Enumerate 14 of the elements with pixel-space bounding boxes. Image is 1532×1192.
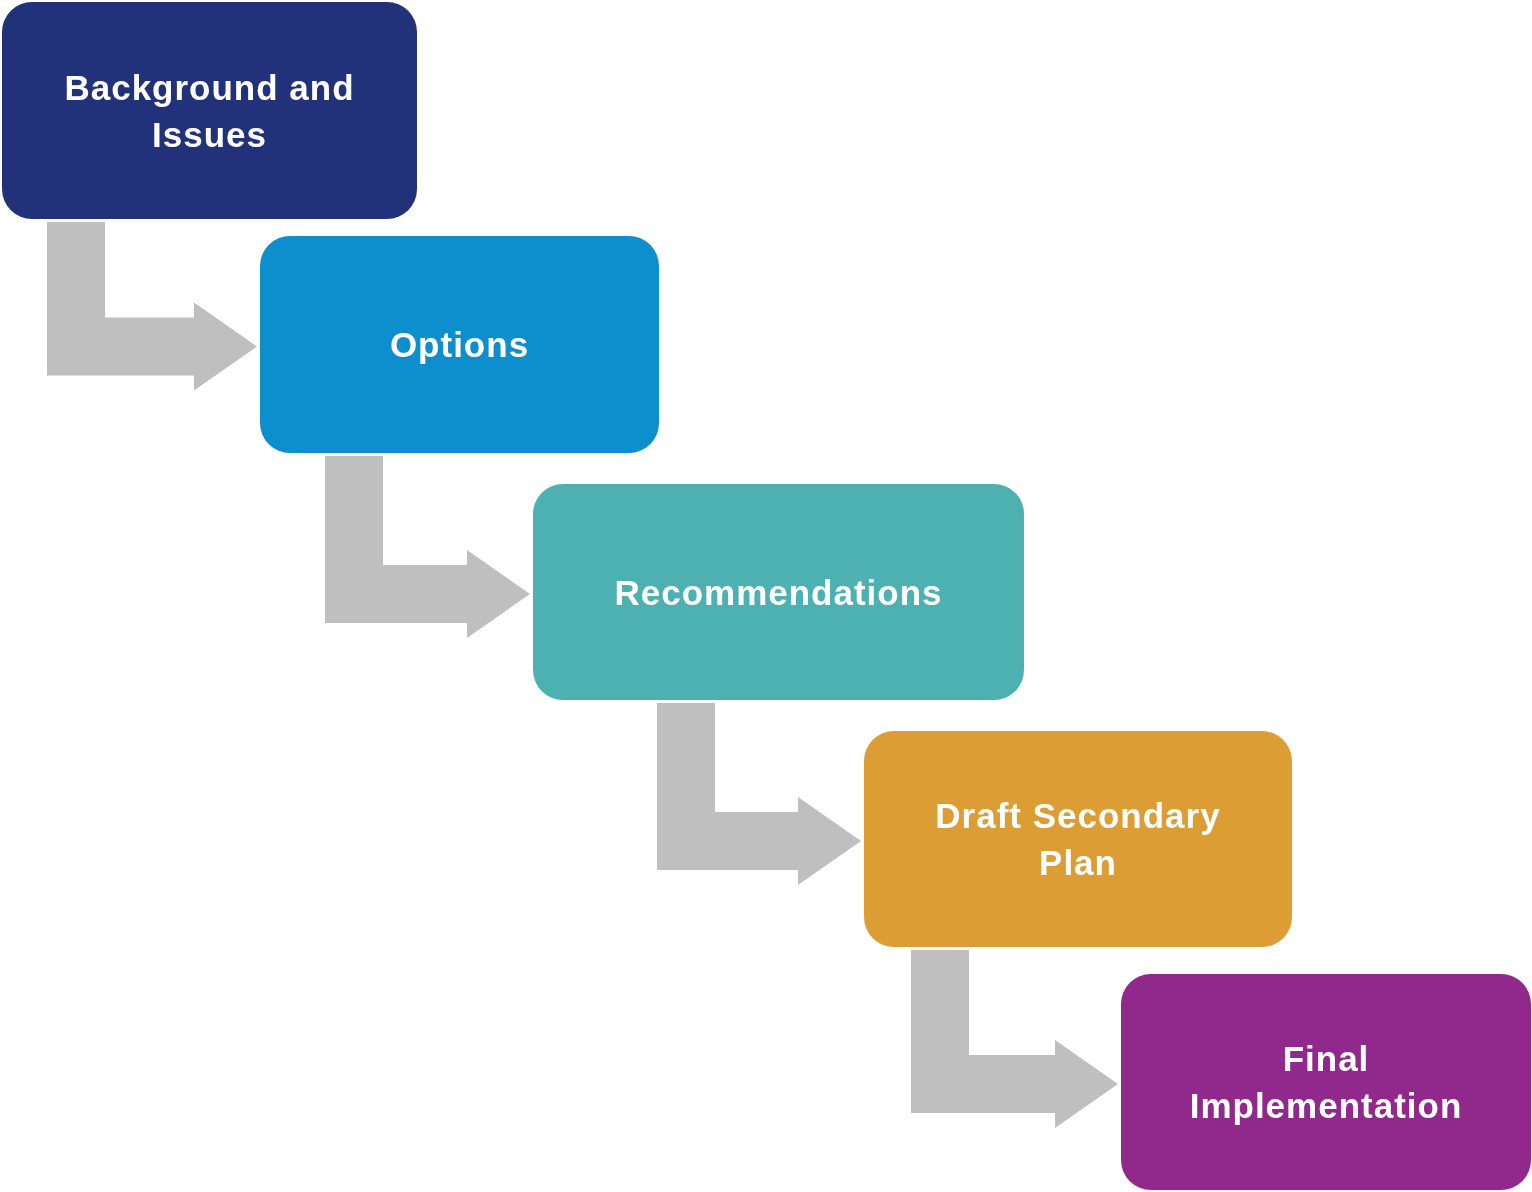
- process-box: [260, 236, 659, 453]
- bent-arrow: [911, 950, 1118, 1128]
- bent-arrow: [47, 222, 257, 391]
- step-label: Draft Secondary Plan: [934, 795, 1222, 884]
- bent-arrow: [325, 456, 530, 638]
- step-label: Options: [389, 324, 530, 366]
- bent-arrow: [657, 703, 861, 885]
- process-box: [2, 2, 417, 219]
- process-box: [533, 484, 1024, 700]
- step-label: Background and Issues: [63, 66, 356, 156]
- process-box: [1121, 974, 1531, 1190]
- step-label: Final Implementation: [1188, 1038, 1464, 1127]
- step-label: Recommendations: [614, 571, 943, 614]
- process-box: [864, 731, 1292, 947]
